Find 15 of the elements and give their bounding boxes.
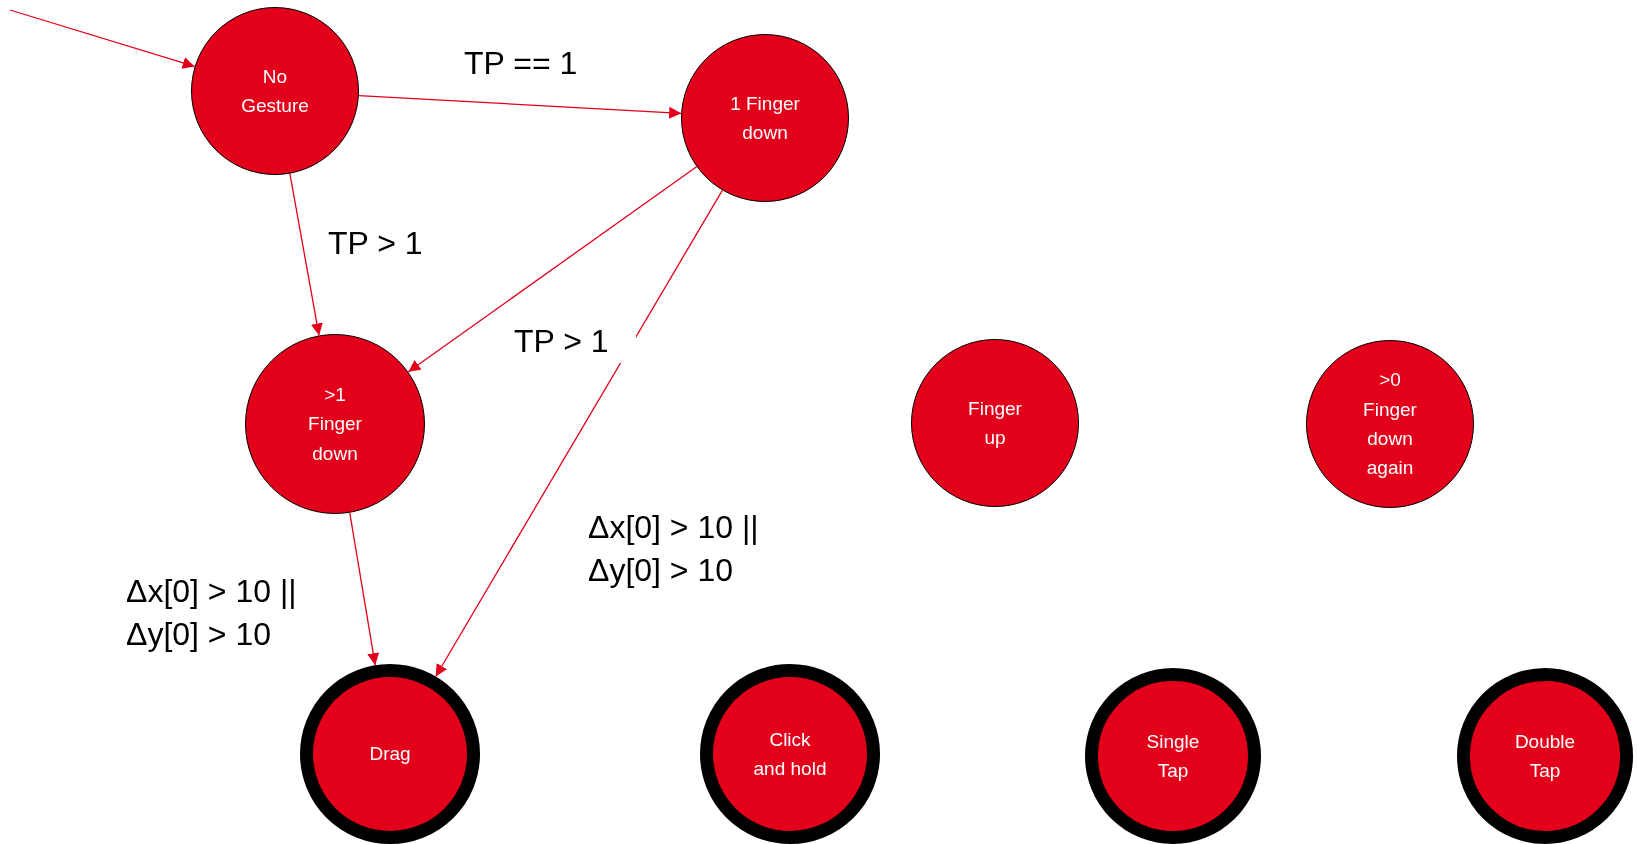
state-label: Click and hold [752, 727, 828, 781]
state-label: >0 Finger down again [1362, 368, 1418, 481]
arrow [435, 189, 723, 678]
state-label: Drag [368, 742, 412, 767]
state-label: 1 Finger down [729, 91, 801, 145]
state-label: >1 Finger down [307, 382, 363, 466]
arrow [9, 9, 196, 69]
state-label: No Gesture [240, 64, 310, 118]
arrow [407, 166, 698, 373]
state-label: Finger up [967, 396, 1023, 450]
arrow [358, 94, 682, 119]
arrow [349, 512, 380, 666]
state-label: Single Tap [1145, 729, 1201, 783]
arrow [289, 173, 323, 337]
state-label: Double Tap [1513, 729, 1577, 783]
